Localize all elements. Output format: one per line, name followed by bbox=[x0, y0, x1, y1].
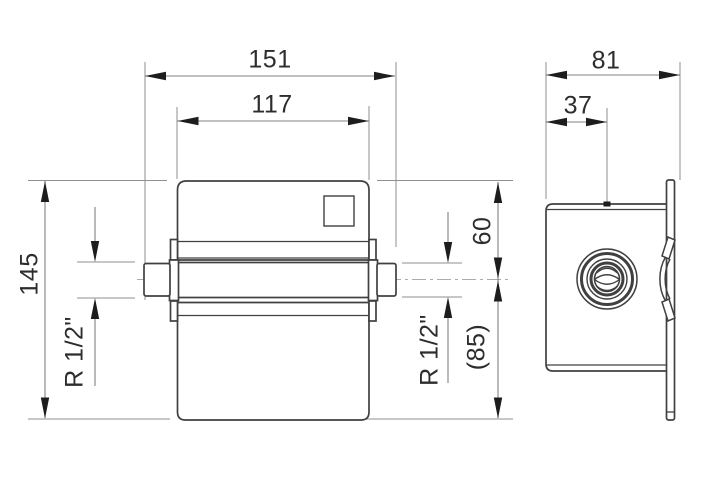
arrowhead bbox=[40, 397, 50, 419]
dimension-label-center-to-bottom: (85) bbox=[462, 323, 491, 371]
arrowhead bbox=[145, 71, 166, 81]
pipe-cap-left bbox=[168, 259, 180, 302]
arrowhead bbox=[90, 241, 100, 262]
tab-lower-left bbox=[169, 300, 179, 322]
emblem-arc-top bbox=[596, 267, 618, 274]
arrowhead bbox=[659, 70, 680, 80]
pipe-body bbox=[169, 261, 378, 299]
thread-label-left: R 1/2" bbox=[60, 316, 89, 388]
arrowhead bbox=[546, 117, 567, 127]
dimension-lines bbox=[44, 74, 680, 418]
clip-bow-outer bbox=[659, 256, 667, 302]
side-view bbox=[545, 179, 676, 421]
tab-upper-right bbox=[368, 238, 377, 261]
extension-lines bbox=[28, 62, 681, 420]
arrowhead bbox=[90, 298, 100, 319]
center-tick bbox=[603, 201, 611, 207]
arrowhead bbox=[177, 116, 199, 126]
cap-emblem bbox=[594, 267, 620, 292]
tab-upper-left bbox=[169, 238, 179, 261]
arrowhead bbox=[493, 397, 503, 419]
clip-bow-inner bbox=[664, 258, 671, 300]
dimension-label-overall-height: 145 bbox=[15, 252, 44, 296]
dimension-label-overall-width: 151 bbox=[248, 45, 292, 74]
cap-ring-3 bbox=[586, 258, 628, 300]
arrowhead bbox=[443, 242, 453, 263]
arrowhead bbox=[586, 117, 607, 127]
arrowhead bbox=[374, 71, 395, 81]
emblem-arc-mid-upper bbox=[594, 274, 620, 281]
arrowhead bbox=[546, 70, 567, 80]
dimension-label-top-to-center: 60 bbox=[468, 216, 497, 246]
clip-hook-top bbox=[661, 235, 676, 261]
thread-label-right: R 1/2" bbox=[415, 314, 444, 386]
cap-ring-2 bbox=[580, 252, 634, 306]
arrowheads bbox=[40, 70, 680, 419]
outlet-nut-right bbox=[376, 262, 397, 297]
arrowhead bbox=[443, 297, 453, 318]
arrowhead bbox=[493, 280, 503, 302]
mounting-clip bbox=[659, 235, 676, 323]
front-view bbox=[143, 180, 397, 421]
arrowhead bbox=[348, 116, 369, 126]
emblem-arc-mid-lower bbox=[594, 278, 620, 285]
side-body bbox=[545, 203, 668, 372]
valve-lower-body bbox=[176, 301, 370, 421]
cap-ring-4 bbox=[589, 261, 625, 297]
inlet-nut-left bbox=[143, 262, 171, 297]
emblem-arc-bottom bbox=[596, 285, 618, 292]
clip-hook-bottom bbox=[661, 297, 676, 323]
arrowhead bbox=[493, 257, 503, 279]
dimension-label-wall-to-center: 37 bbox=[563, 91, 593, 120]
tab-lower-right bbox=[368, 300, 377, 322]
valve-cap bbox=[576, 248, 638, 310]
arrowhead bbox=[493, 182, 503, 203]
dimension-label-body-width: 117 bbox=[251, 90, 293, 119]
valve-upper-body bbox=[176, 180, 370, 261]
dimension-label-overall-depth: 81 bbox=[591, 46, 621, 75]
cap-outer-circle bbox=[576, 248, 638, 310]
body-detail-square bbox=[323, 195, 355, 227]
arrowhead bbox=[40, 181, 50, 202]
